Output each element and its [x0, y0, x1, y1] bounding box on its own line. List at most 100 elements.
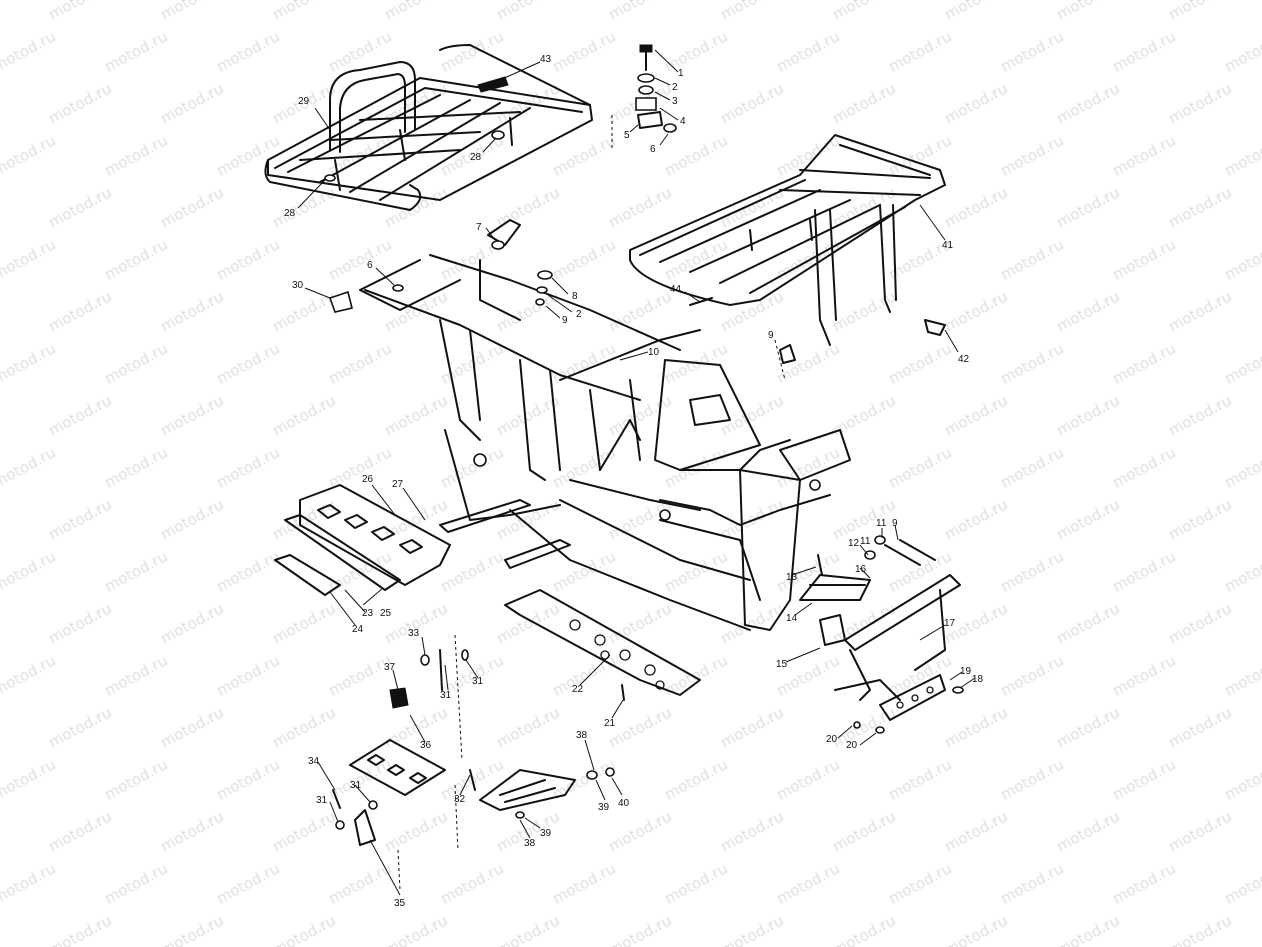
watermark-text: motod.ru [717, 0, 786, 24]
callout-16: 16 [855, 564, 867, 575]
watermark-text: motod.ru [0, 391, 3, 439]
watermark-text: motod.ru [941, 287, 1010, 335]
front-rack [629, 134, 946, 346]
watermark-text: motod.ru [1053, 79, 1122, 127]
watermark-text: motod.ru [157, 599, 226, 647]
callout-35: 35 [394, 898, 406, 909]
watermark-text: motod.ru [381, 911, 450, 947]
watermark-text: motod.ru [101, 235, 170, 283]
watermark-text: motod.ru [605, 807, 674, 855]
callout-28: 28 [470, 152, 482, 163]
callout-18: 18 [972, 674, 984, 685]
watermark-text: motod.ru [1165, 183, 1234, 231]
watermark-text: motod.ru [325, 339, 394, 387]
watermark-text: motod.ru [1165, 287, 1234, 335]
watermark-text: motod.ru [213, 755, 282, 803]
watermark-text: motod.ru [101, 755, 170, 803]
callout-7: 7 [476, 222, 482, 233]
watermark-text: motod.ru [0, 339, 59, 387]
callout-32: 32 [454, 794, 466, 805]
watermark-text: motod.ru [1053, 911, 1122, 947]
watermark-text: motod.ru [997, 339, 1066, 387]
watermark-text: motod.ru [213, 443, 282, 491]
callout-17: 17 [944, 618, 956, 629]
watermark-text: motod.ru [997, 859, 1066, 907]
watermark-text: motod.ru [0, 859, 59, 907]
callout-21: 21 [604, 718, 616, 729]
watermark-text: motod.ru [605, 287, 674, 335]
callout-1: 1 [678, 68, 684, 79]
watermark-text: motod.ru [605, 911, 674, 947]
watermark-text: motod.ru [941, 0, 1010, 24]
watermark-text: motod.ru [269, 703, 338, 751]
watermark-text: motod.ru [885, 859, 954, 907]
watermark-text: motod.ru [213, 651, 282, 699]
callout-9: 9 [892, 518, 898, 529]
watermark-text: motod.ru [1109, 339, 1178, 387]
watermark-text: motod.ru [157, 391, 226, 439]
callout-2: 2 [576, 309, 582, 320]
callout-20: 20 [826, 734, 838, 745]
watermark-text: motod.ru [101, 547, 170, 595]
callout-9: 9 [562, 315, 568, 326]
watermark-text: motod.ru [941, 391, 1010, 439]
callout-33: 33 [408, 628, 420, 639]
watermark-text: motod.ru [157, 495, 226, 543]
callout-38: 38 [576, 730, 588, 741]
watermark-text: motod.ru [885, 651, 954, 699]
callout-19: 19 [960, 666, 972, 677]
watermark-text: motod.ru [1109, 547, 1178, 595]
watermark-text: motod.ru [1221, 27, 1262, 75]
watermark-text: motod.ru [493, 0, 562, 24]
callout-labels: 1 2 3 4 5 6 7 6 8 2 9 10 9 11 9 12 11 13… [284, 54, 984, 909]
watermark-text: motod.ru [941, 495, 1010, 543]
watermark-text: motod.ru [0, 651, 59, 699]
watermark-text: motod.ru [101, 27, 170, 75]
watermark-text: motod.ru [1053, 495, 1122, 543]
watermark-text: motod.ru [549, 547, 618, 595]
callout-25: 25 [380, 608, 392, 619]
watermark-text: motod.ru [717, 807, 786, 855]
rack-reflector [477, 76, 509, 93]
callout-12: 12 [848, 538, 860, 549]
callout-42: 42 [958, 354, 970, 365]
callout-28: 28 [284, 208, 296, 219]
watermark-text: motod.ru [717, 911, 786, 947]
watermark-text: motod.ru [45, 703, 114, 751]
watermark-text: motod.ru [381, 183, 450, 231]
watermark-text: motod.ru [1053, 391, 1122, 439]
callout-31: 31 [440, 690, 452, 701]
watermark-text: motod.ru [437, 443, 506, 491]
watermark-text: motod.ru [1165, 391, 1234, 439]
watermark-text: motod.ru [45, 807, 114, 855]
bushing-30 [328, 290, 353, 313]
watermark-text: motod.ru [1109, 235, 1178, 283]
watermark-text: motod.ru [1221, 547, 1262, 595]
watermark-text: motod.ru [549, 131, 618, 179]
watermark-text: motod.ru [661, 27, 730, 75]
watermark-text: motod.ru [605, 703, 674, 751]
watermark-text: motod.ru [269, 911, 338, 947]
watermark-text: motod.ru [45, 287, 114, 335]
watermark-text: motod.ru [437, 547, 506, 595]
watermark-text: motod.ru [0, 807, 3, 855]
watermark-text: motod.ru [101, 131, 170, 179]
watermark-text: motod.ru [157, 79, 226, 127]
watermark-text: motod.ru [0, 183, 3, 231]
watermark-text: motod.ru [661, 131, 730, 179]
watermark-text: motod.ru [1165, 495, 1234, 543]
watermark-text: motod.ru [1221, 339, 1262, 387]
watermark-text: motod.ru [45, 911, 114, 947]
watermark-text: motod.ru [157, 807, 226, 855]
callout-3: 3 [672, 96, 678, 107]
watermark-text: motod.ru [1109, 755, 1178, 803]
callout-20: 20 [846, 740, 858, 751]
callout-40: 40 [618, 798, 630, 809]
watermark-text: motod.ru [885, 339, 954, 387]
watermark-text: motod.ru [1165, 0, 1234, 24]
watermark-text: motod.ru [1109, 27, 1178, 75]
watermark-text: motod.ru [269, 495, 338, 543]
watermark-text: motod.ru [1221, 235, 1262, 283]
watermark-text: motod.ru [1109, 651, 1178, 699]
